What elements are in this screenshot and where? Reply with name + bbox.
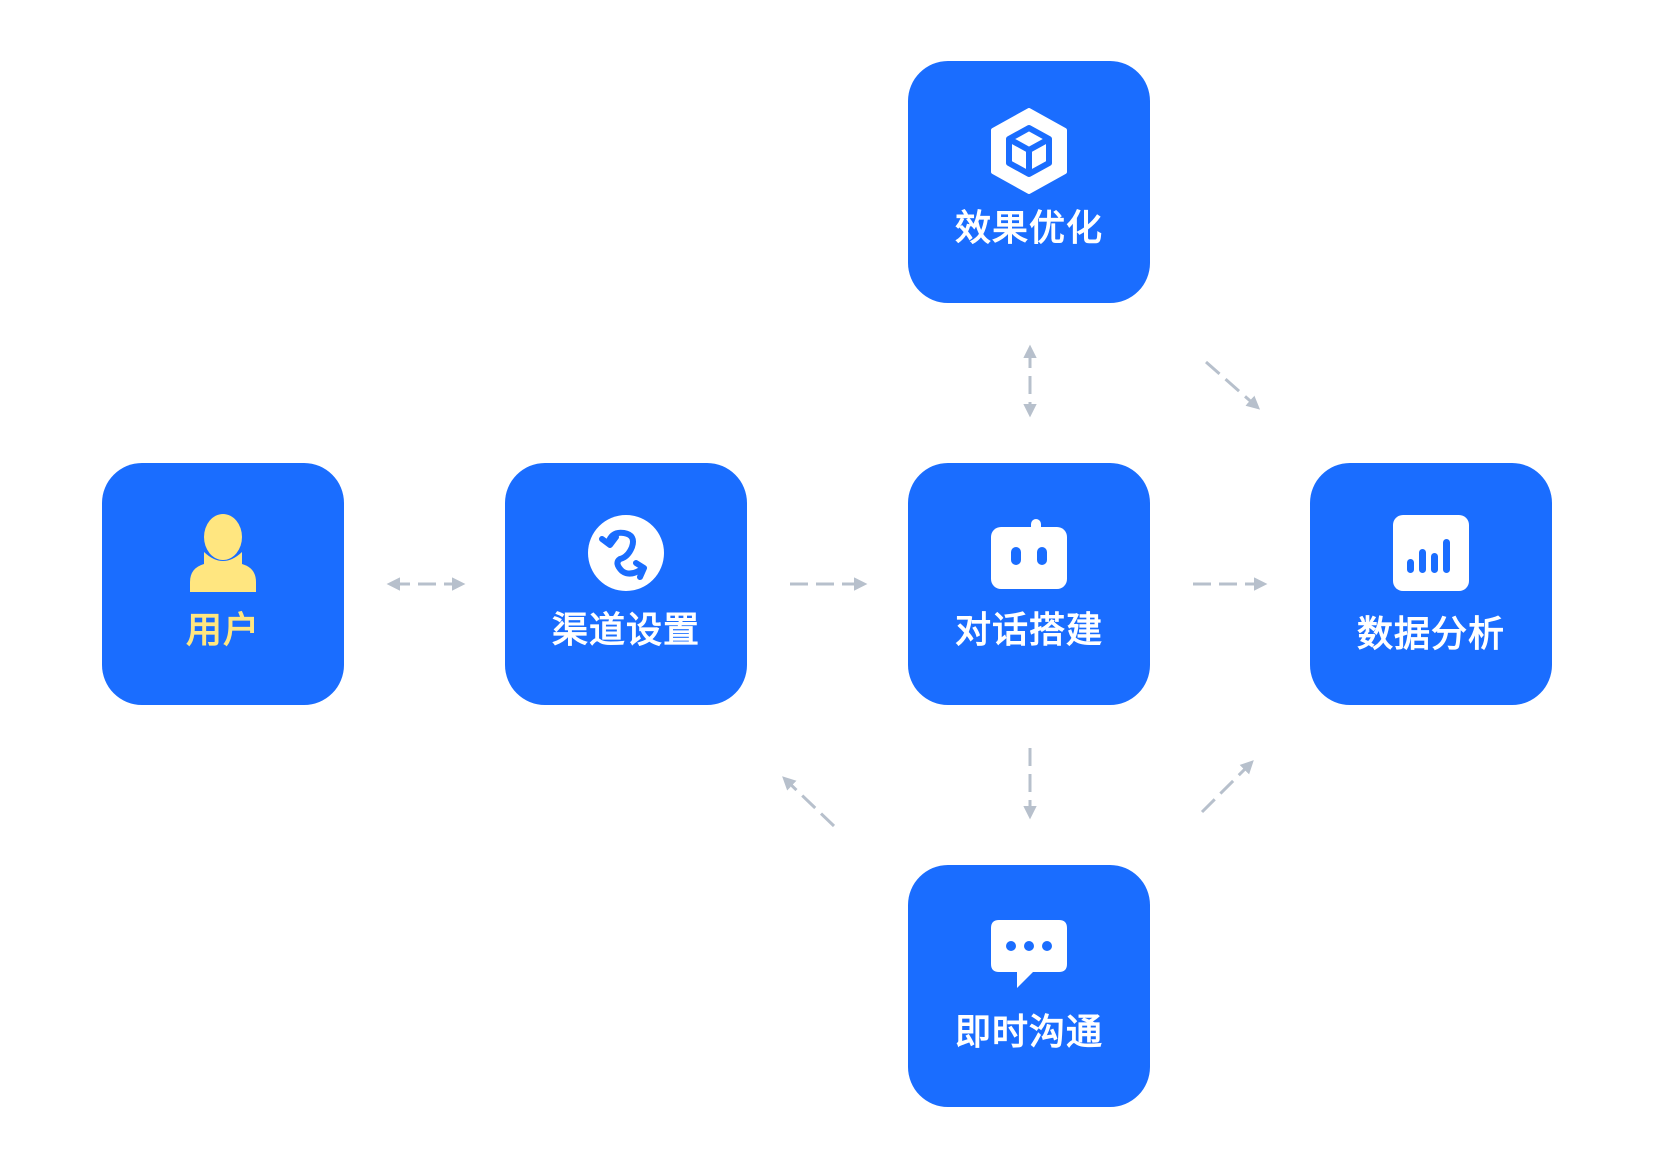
node-label: 对话搭建: [954, 610, 1103, 651]
arrow-im-channel: [782, 776, 836, 828]
node-label: 用户: [185, 610, 260, 651]
node-channel[interactable]: 渠道设置: [505, 463, 747, 705]
user-icon: [102, 507, 344, 599]
node-optimize[interactable]: 效果优化: [908, 61, 1150, 303]
arrow-im-analysis: [1200, 760, 1254, 814]
channel-link-icon: [505, 507, 747, 599]
node-dialog[interactable]: 对话搭建: [908, 463, 1150, 705]
node-label: 即时沟通: [954, 1012, 1103, 1053]
chat-bubble-icon: [908, 909, 1150, 1001]
node-user[interactable]: 用户: [102, 463, 344, 705]
node-im[interactable]: 即时沟通: [908, 865, 1150, 1107]
node-label: 效果优化: [954, 208, 1103, 249]
robot-icon: [908, 507, 1150, 599]
node-label: 渠道设置: [551, 610, 700, 651]
node-analysis[interactable]: 数据分析: [1310, 463, 1552, 705]
bar-chart-icon: [1310, 507, 1552, 599]
cube-icon: [908, 105, 1150, 197]
arrow-optimize-analysis: [1205, 360, 1261, 410]
node-label: 数据分析: [1356, 614, 1505, 655]
